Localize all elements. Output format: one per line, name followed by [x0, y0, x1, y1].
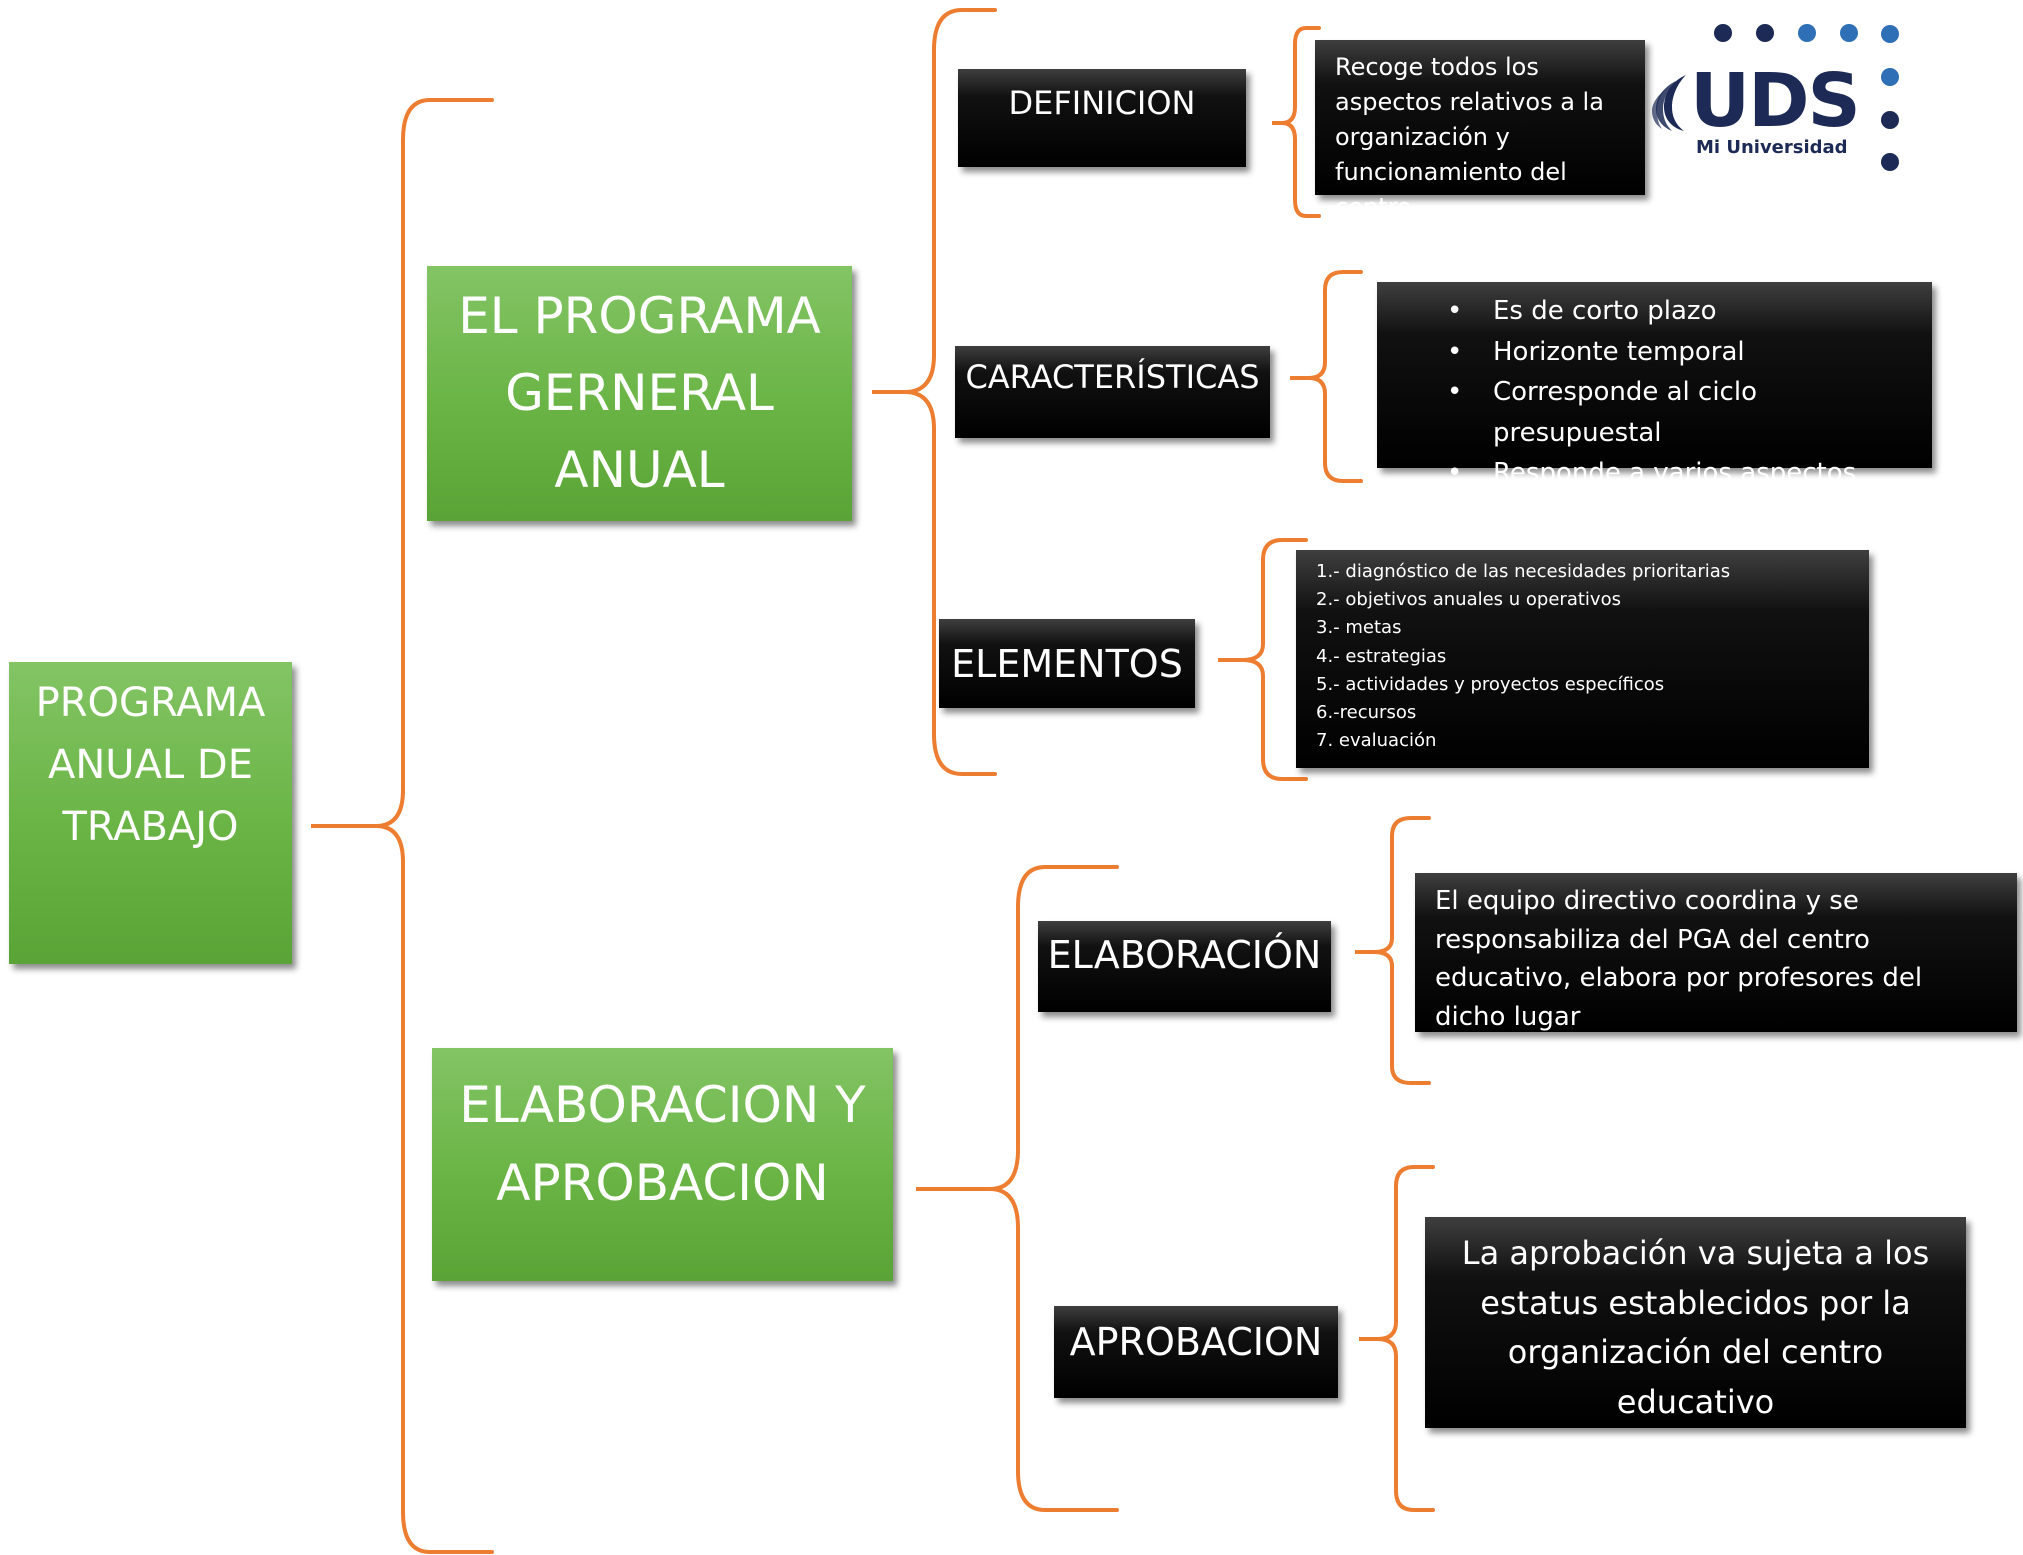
definicion-label-text: DEFINICION [1008, 84, 1196, 122]
elab-bracket [916, 865, 1119, 1512]
caracteristicas-label-text: CARACTERÍSTICAS [965, 358, 1260, 396]
logo-dot [1714, 24, 1732, 42]
aprobacion-description: La aprobación va sujeta a los estatus es… [1425, 1217, 1966, 1428]
branch-pga-node: EL PROGRAMA GERNERAL ANUAL [427, 266, 852, 521]
elaboracion-label: ELABORACIÓN [1038, 921, 1331, 1012]
elaboracion-label-text: ELABORACIÓN [1047, 933, 1322, 977]
elementos-bracket [1218, 538, 1308, 781]
elemento-item: 5.- actividades y proyectos específicos [1316, 673, 1665, 695]
aprobacion-label-text: APROBACION [1069, 1320, 1323, 1364]
caracteristica-item: Es de corto plazo [1377, 291, 1932, 332]
aprobacion-text: La aprobación va sujeta a los estatus es… [1461, 1234, 1930, 1421]
elemento-item: 6.-recursos [1316, 702, 1417, 724]
caracteristica-item: Responde a varios aspectos [1377, 453, 1932, 494]
definicion-bracket [1272, 26, 1321, 218]
elaboracion-bracket [1355, 816, 1431, 1085]
logo-tagline: Mi Universidad [1696, 137, 1848, 158]
elementos-label-text: ELEMENTOS [951, 641, 1183, 686]
logo-dot [1840, 24, 1858, 42]
elab-line-1: ELABORACION Y [459, 1076, 866, 1134]
definicion-description: Recoge todos los aspectos relativos a la… [1315, 40, 1645, 221]
branch-elab-node: ELABORACION Y APROBACION [432, 1048, 893, 1281]
root-bracket [311, 98, 494, 1554]
elemento-item: 1.- diagnóstico de las necesidades prior… [1316, 561, 1731, 582]
root-node: PROGRAMA ANUAL DE TRABAJO [9, 662, 292, 964]
elementos-list-box: 1.- diagnóstico de las necesidades prior… [1296, 550, 1869, 768]
aprobacion-label: APROBACION [1054, 1306, 1338, 1398]
logo-dot [1756, 24, 1774, 42]
elab-line-2: APROBACION [496, 1154, 829, 1212]
elementos-label: ELEMENTOS [939, 619, 1195, 708]
root-line-2: ANUAL DE [48, 742, 253, 788]
caracteristicas-bracket [1290, 270, 1363, 483]
logo-dot [1881, 153, 1899, 171]
definicion-label: DEFINICION [958, 69, 1246, 167]
caracteristicas-list: Es de corto plazo Horizonte temporal Cor… [1377, 291, 1932, 494]
aprobacion-bracket [1359, 1165, 1435, 1512]
pga-line-2: GERNERAL [505, 364, 774, 422]
logo-wordmark: UDS [1690, 58, 1861, 144]
caracteristica-item: Horizonte temporal [1377, 332, 1932, 373]
elaboracion-description: El equipo directivo coordina y se respon… [1415, 873, 2017, 1032]
elemento-item: 2.- objetivos anuales u operativos [1316, 589, 1621, 611]
logo-wing-icon [1652, 75, 1686, 131]
caracteristica-item: Corresponde al ciclo presupuestal [1377, 372, 1932, 453]
pga-line-1: EL PROGRAMA [458, 287, 821, 345]
logo-dot [1881, 68, 1899, 86]
logo-dot [1798, 24, 1816, 42]
elemento-item: 4.- estrategias [1316, 645, 1447, 667]
pga-bracket [872, 8, 997, 776]
caracteristicas-list-box: Es de corto plazo Horizonte temporal Cor… [1377, 282, 1932, 493]
definicion-text: Recoge todos los aspectos relativos a la… [1335, 53, 1604, 221]
elemento-item: 7. evaluación [1316, 730, 1437, 752]
elaboracion-text: El equipo directivo coordina y se respon… [1435, 886, 1923, 1032]
elemento-item: 3.- metas [1316, 617, 1402, 639]
root-line-1: PROGRAMA [35, 680, 266, 726]
root-line-3: TRABAJO [62, 804, 239, 850]
logo-dot [1881, 111, 1899, 129]
caracteristicas-label: CARACTERÍSTICAS [955, 346, 1270, 438]
logo-dot [1881, 25, 1899, 43]
pga-line-3: ANUAL [554, 441, 725, 499]
